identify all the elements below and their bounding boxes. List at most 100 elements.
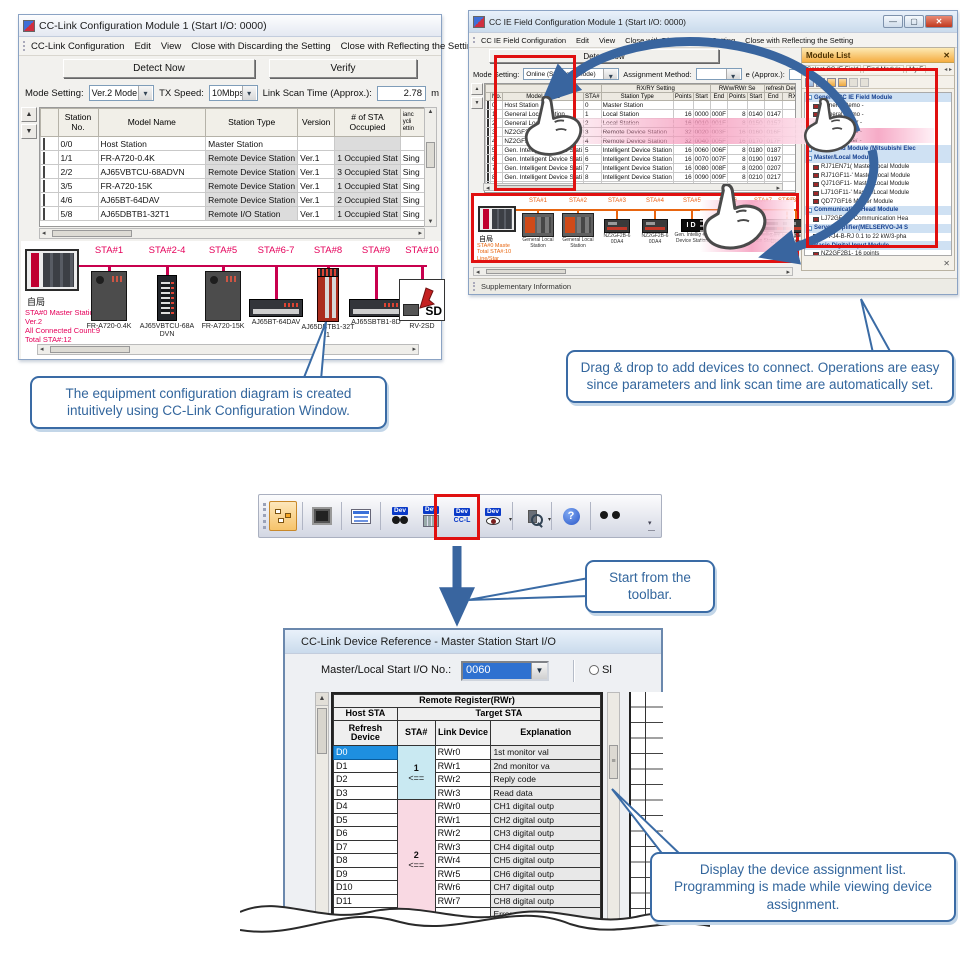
cell-type[interactable]: Remote Device Station (205, 150, 299, 165)
cell-rx[interactable] (781, 163, 795, 173)
column-header[interactable]: Station No. (57, 108, 99, 137)
column-header[interactable]: Model Name (97, 108, 207, 137)
move-up-button[interactable]: ▲ (471, 83, 483, 95)
left-scrollbar[interactable]: ▲ (315, 692, 329, 932)
cell-refresh-device[interactable]: D4 (333, 799, 398, 814)
cell-e2[interactable]: 0217 (763, 172, 783, 182)
diagram-hscrollbar[interactable] (473, 267, 793, 278)
cell-type[interactable]: Remote Device Station (205, 164, 299, 179)
cell-model[interactable]: AJ65DBTB1-32T1 (97, 206, 207, 221)
cell-s1[interactable]: 0090 (692, 172, 711, 182)
cell-version[interactable]: Ver.1 (297, 150, 336, 165)
cell-link-device[interactable]: RWr4 (434, 853, 492, 868)
master-station-image[interactable] (478, 206, 516, 232)
cell-s2[interactable]: 0180 (746, 145, 765, 155)
diagram-hscrollbar[interactable] (37, 344, 419, 355)
cell-no[interactable]: 0 (489, 100, 504, 110)
cell-explanation[interactable]: 2nd monitor va (490, 758, 601, 773)
cell-link-device[interactable]: RWr1 (434, 812, 492, 827)
column-header[interactable]: Start (746, 92, 765, 101)
cell-no[interactable]: 2/2 (57, 164, 99, 179)
cell-no[interactable]: 3/5 (57, 178, 99, 193)
device-watch-button[interactable]: Dev▾ (485, 507, 512, 525)
cell-no[interactable]: 5 (489, 145, 504, 155)
tree-item[interactable]: LJ72GF15-' Communication Hea (805, 215, 951, 224)
tab-scroll-icons[interactable]: ◂ ▸ (944, 66, 952, 73)
cell-explanation[interactable]: Read data (490, 785, 601, 800)
bottom-window-titlebar[interactable]: CC-Link Device Reference - Master Statio… (285, 630, 661, 654)
cell-link-device[interactable]: RWr5 (434, 866, 492, 881)
toolbar-overflow-icon[interactable]: ▾— (648, 520, 655, 534)
cell-e1[interactable]: 007F (709, 154, 728, 164)
tree-item[interactable]: QD77GF16 Master Module (805, 197, 951, 206)
cell-sta[interactable]: 0 (583, 100, 602, 110)
cell-type[interactable]: Intelligent Device Station (600, 145, 674, 155)
cell-explanation[interactable]: 1st monitor val (490, 745, 601, 760)
left-window-titlebar[interactable]: CC-Link Configuration Module 1 (Start I/… (19, 15, 441, 37)
menu-item[interactable]: View (160, 40, 182, 52)
move-up-button[interactable]: ▲ (21, 107, 37, 122)
device-list-button[interactable]: Dev (417, 501, 445, 531)
cell-explanation[interactable]: CH5 digital outp (490, 853, 601, 868)
mode-setting-select[interactable]: Ver.2 Mode (88, 85, 155, 101)
cell-version[interactable]: Ver.1 (297, 192, 336, 207)
mode-setting-select[interactable]: Online (Standard Mode) (523, 68, 620, 80)
column-header[interactable]: No. (489, 92, 504, 101)
expand-icon[interactable] (827, 77, 836, 87)
cell-rx[interactable] (781, 100, 795, 110)
cell-no[interactable]: 3 (489, 127, 504, 137)
detect-now-button[interactable]: Detect Now (63, 59, 255, 78)
cell-refresh-device[interactable]: D2 (333, 772, 398, 787)
cell-link-device[interactable]: RWr0 (434, 799, 492, 814)
cell-explanation[interactable]: Reply code (490, 772, 601, 787)
module-list-tab[interactable]: Select CC IE Field (804, 65, 862, 73)
minimize-button[interactable]: — (883, 15, 903, 28)
cell-rx[interactable] (781, 181, 795, 191)
cell-no[interactable]: 7 (489, 163, 504, 173)
column-header[interactable]: Start (692, 92, 711, 101)
device-image-inverter[interactable] (91, 271, 127, 321)
cell-p2[interactable]: 8 (726, 163, 748, 173)
tree-item[interactable]: RJ71GF11-' Master/Local Module (805, 172, 951, 181)
cell-refresh-device[interactable]: D0 (333, 745, 398, 760)
column-header[interactable]: Points (726, 92, 748, 101)
cell-version[interactable]: Ver.1 (297, 206, 336, 221)
cell-explanation[interactable]: CH6 digital outp (490, 866, 601, 881)
device-image-rmod[interactable] (604, 219, 630, 233)
cell-e1[interactable] (709, 100, 728, 110)
cell-e2[interactable]: 0197 (763, 154, 783, 164)
cell-e1[interactable]: 006F (709, 145, 728, 155)
cell-link-device[interactable]: RWr1 (434, 758, 492, 773)
device-image-plc[interactable] (522, 213, 554, 237)
cell-type[interactable]: Master Station (600, 100, 674, 110)
device-image-robot[interactable]: SD (399, 279, 445, 321)
cell-p2[interactable]: 8 (726, 172, 748, 182)
cell-model[interactable]: AJ65VBTCU-68ADVN (97, 164, 207, 179)
cell-refresh-device[interactable]: D11 (333, 893, 398, 908)
cell-type[interactable]: Remote Device Station (205, 178, 299, 193)
cell-s1[interactable]: 0060 (692, 145, 711, 155)
cell-occupied[interactable]: 1 Occupied Stat (334, 206, 401, 221)
project-tree-button[interactable] (269, 501, 297, 531)
cell-p1[interactable]: 16 (672, 172, 694, 182)
tree-group-header[interactable]: –Servo Amplifier(MELSERVO-J4 S (805, 223, 951, 233)
cell-refresh-device[interactable]: D6 (333, 826, 398, 841)
cell-sta[interactable]: 6 (583, 154, 602, 164)
cell-no[interactable]: 1 (489, 109, 504, 119)
help-button[interactable]: ? (557, 501, 585, 531)
cell-no[interactable]: 6 (489, 154, 504, 164)
column-header[interactable]: Version (297, 108, 336, 137)
column-header[interactable]: Points (672, 92, 694, 101)
